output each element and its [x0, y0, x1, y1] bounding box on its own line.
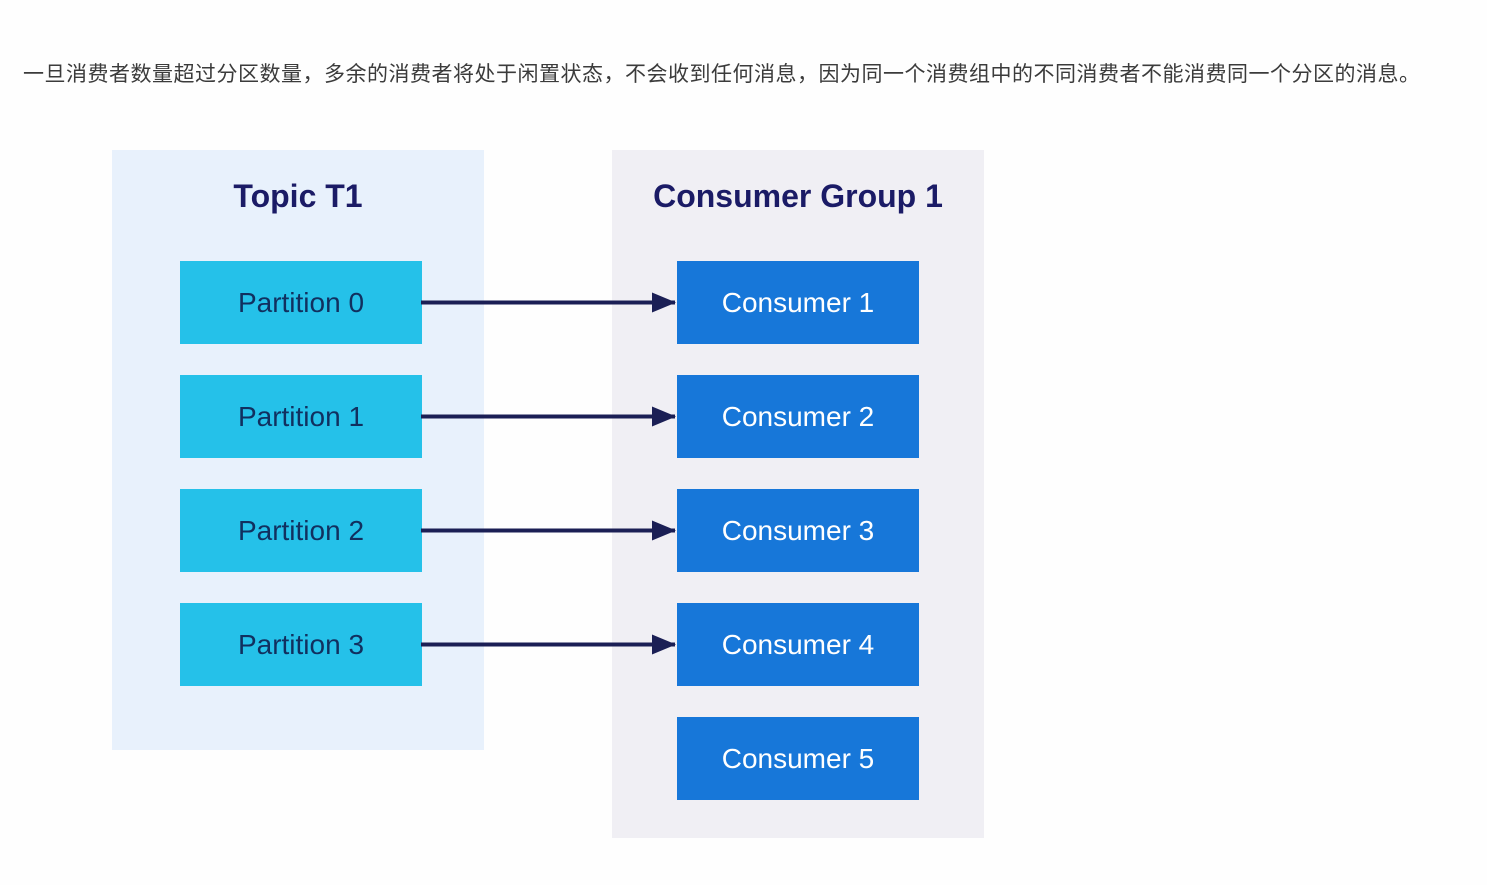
consumer-1-label: Consumer 1	[721, 286, 875, 318]
partition-1-label: Partition 1	[237, 400, 365, 432]
partition-1-box: Partition 1	[180, 375, 422, 458]
consumer-group-title: Consumer Group 1	[653, 178, 943, 214]
partition-3-label: Partition 3	[237, 628, 365, 660]
description-text: 一旦消费者数量超过分区数量，多余的消费者将处于闲置状态，不会收到任何消息，因为同…	[23, 63, 1421, 86]
partition-0-box: Partition 0	[180, 261, 422, 344]
consumer-4-box: Consumer 4	[677, 603, 919, 686]
consumer-5-box: Consumer 5	[677, 717, 919, 800]
partition-2-label: Partition 2	[237, 514, 365, 546]
consumer-3-label: Consumer 3	[721, 514, 875, 546]
partition-3-box: Partition 3	[180, 603, 422, 686]
consumer-4-label: Consumer 4	[721, 628, 875, 660]
consumer-3-box: Consumer 3	[677, 489, 919, 572]
consumer-1-box: Consumer 1	[677, 261, 919, 344]
consumer-5-label: Consumer 5	[721, 742, 875, 774]
topic-panel-title: Topic T1	[233, 178, 363, 214]
partition-2-box: Partition 2	[180, 489, 422, 572]
consumer-2-box: Consumer 2	[677, 375, 919, 458]
partition-0-label: Partition 0	[237, 286, 365, 318]
consumer-2-label: Consumer 2	[721, 400, 875, 432]
